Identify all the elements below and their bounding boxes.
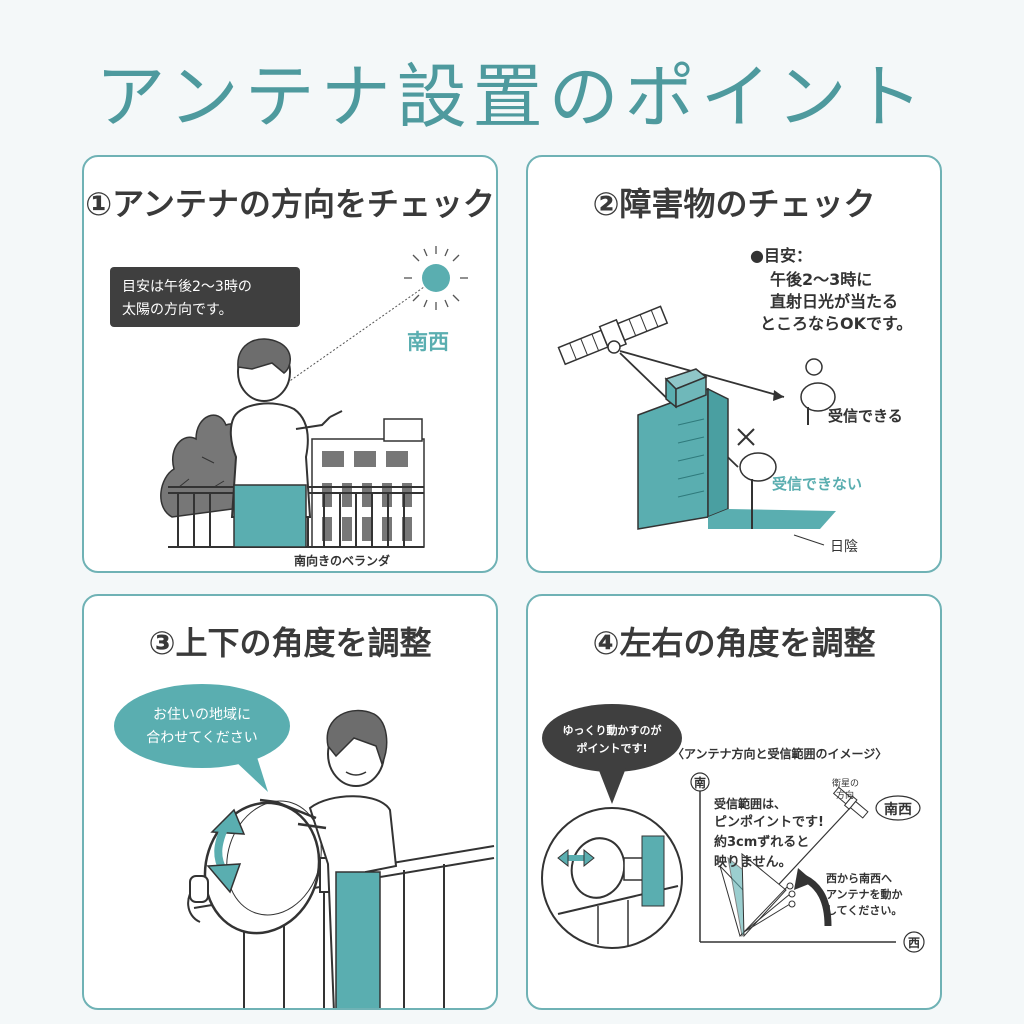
ng-label: 受信できない (772, 475, 862, 493)
note-line: してください。 (826, 904, 902, 917)
satellite-label: 方向 (836, 789, 854, 801)
satellite-icon (832, 786, 869, 819)
note-line: 直射日光が当たる (770, 292, 898, 311)
shadow-area (708, 509, 836, 529)
satellite-label: 衛星の (832, 777, 859, 789)
note-line: ところならOKです。 (760, 314, 912, 333)
card-title: ①アンテナの方向をチェック (85, 185, 495, 223)
bubble-line: お住いの地域に (153, 707, 251, 723)
caption: 南向きのベランダ (294, 553, 390, 568)
ok-label: 受信できる (828, 407, 903, 425)
card-antenna-direction: ①アンテナの方向をチェック 目安は午後2〜3時の 太陽の方向です。 南西 (82, 155, 498, 573)
note-line: 約3cmずれると (714, 834, 809, 850)
shade-label: 日陰 (830, 539, 858, 555)
diagram-title: 〈アンテナ方向と受信範囲のイメージ〉 (672, 746, 887, 761)
curved-arrow-icon (794, 868, 832, 927)
bubble-line: ポイントです! (576, 741, 647, 755)
note-box (110, 267, 300, 327)
note-line: 西から南西へ (826, 871, 892, 885)
satellite-icon (557, 305, 669, 366)
tree-icon (160, 414, 248, 518)
card-title: ③上下の角度を調整 (148, 624, 432, 662)
page-title: アンテナ設置のポイント (95, 56, 929, 138)
rotate-arrow-icon (206, 808, 246, 894)
building-icon (637, 368, 729, 530)
speech-bubble (114, 684, 290, 792)
bubble-line: 合わせてください (146, 730, 258, 746)
vertical-angle-illustration: お住いの地域に 合わせてください (114, 684, 495, 1008)
note-line: 太陽の方向です。 (122, 302, 233, 318)
card-title: ④左右の角度を調整 (592, 624, 876, 662)
building-icon (311, 418, 425, 548)
note-line: 午後2〜3時に (770, 270, 872, 289)
card-vertical-angle: ③上下の角度を調整 お住いの地域に 合わせてください (82, 594, 498, 1010)
note-line: アンテナを動か (826, 887, 903, 901)
axis-label-south: 南 (694, 775, 706, 790)
person-pointing (229, 338, 343, 548)
sw-label: 南西 (884, 801, 912, 818)
speech-bubble (542, 704, 682, 804)
cross-mark-icon (737, 428, 755, 446)
card-horizontal-angle: ④左右の角度を調整 ゆっくり動かすのが ポイントです! 〈アンテナ方向と受信範囲… (526, 594, 942, 1010)
direction-illustration: 目安は午後2〜3時の 太陽の方向です。 南西 (110, 246, 468, 568)
dish-antenna-ok (800, 358, 836, 425)
note-line: ●目安： (750, 246, 812, 265)
bubble-line: ゆっくり動かすのが (563, 723, 662, 737)
closeup-inset (541, 807, 683, 949)
person-adjusting (259, 709, 398, 1008)
card-obstacle-check: ②障害物のチェック (526, 155, 942, 573)
dish-antenna-ng (739, 452, 777, 529)
note-line: 受信範囲は、 (714, 796, 786, 811)
dish-fan (719, 852, 796, 938)
sun-icon (404, 246, 468, 310)
horizontal-angle-illustration: ゆっくり動かすのが ポイントです! 〈アンテナ方向と受信範囲のイメージ〉 南 西 (541, 704, 925, 953)
note-line: 目安は午後2〜3時の (122, 279, 252, 295)
card-title: ②障害物のチェック (592, 185, 876, 223)
axis-label-west: 西 (908, 936, 920, 950)
obstacle-illustration: 日陰 受信できない 受信できる ●目安： 午後2〜3時に 直射日光が当たる とこ… (557, 246, 912, 555)
direction-label: 南西 (407, 330, 449, 354)
note-line: ピンポイントです! (714, 814, 824, 830)
note-line: 映りません。 (714, 854, 792, 870)
